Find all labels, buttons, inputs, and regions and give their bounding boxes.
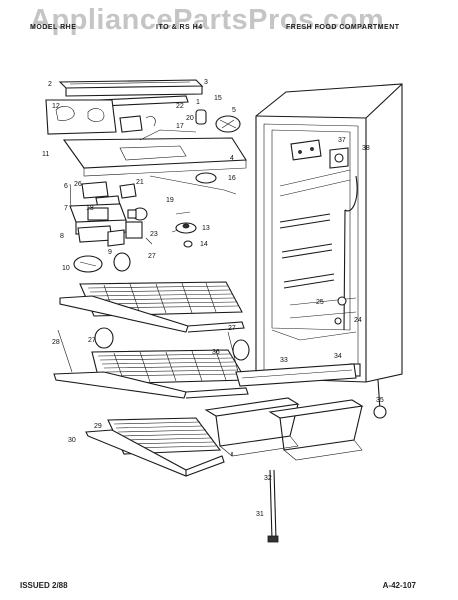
callout-34: 34 — [334, 353, 342, 360]
lower-glass-shelf — [53, 329, 249, 399]
callout-7: 7 — [64, 205, 68, 212]
header-section-title: FRESH FOOD COMPARTMENT — [286, 24, 400, 31]
issued-date: ISSUED 2/88 — [20, 581, 68, 590]
callout-27a: 27 — [148, 253, 156, 260]
callout-13: 13 — [202, 225, 210, 232]
callout-26: 26 — [74, 181, 82, 188]
callout-18: 18 — [86, 205, 94, 212]
diagram-code: A-42-107 — [382, 581, 416, 590]
callout-36: 36 — [212, 349, 220, 356]
callout-29: 29 — [94, 423, 102, 430]
callout-28: 28 — [52, 339, 60, 346]
callout-27b: 27 — [88, 337, 96, 344]
callout-24: 24 — [354, 317, 362, 324]
callout-32: 32 — [264, 475, 272, 482]
callout-30: 30 — [68, 437, 76, 444]
upper-glass-shelf — [59, 281, 250, 361]
callout-3: 3 — [204, 79, 208, 86]
callout-27c: 27 — [228, 325, 236, 332]
callout-9: 9 — [108, 249, 112, 256]
callout-35: 35 — [376, 397, 384, 404]
watermark-text: AppliancePartsPros.com — [30, 4, 385, 36]
callout-4: 4 — [230, 155, 234, 162]
callout-37: 37 — [338, 137, 346, 144]
callout-31: 31 — [256, 511, 264, 518]
callout-14: 14 — [200, 241, 208, 248]
callout-1: 1 — [196, 99, 200, 106]
callout-11: 11 — [42, 151, 49, 158]
callout-8: 8 — [60, 233, 64, 240]
control-housing-assembly — [45, 79, 247, 211]
header-model: MODEL RHE — [30, 24, 77, 31]
callout-10: 10 — [62, 265, 70, 272]
control-components — [69, 181, 197, 273]
callout-23: 23 — [150, 231, 158, 238]
callout-5: 5 — [232, 107, 236, 114]
callout-17: 17 — [176, 123, 184, 130]
callout-33: 33 — [280, 357, 288, 364]
header-model-mid: ITO & RS H4 — [156, 24, 203, 31]
crisper-cover — [85, 417, 225, 477]
callout-19: 19 — [166, 197, 174, 204]
callout-20: 20 — [186, 115, 194, 122]
callout-labels: 1 2 3 4 5 6 7 8 9 10 11 12 13 14 15 16 1… — [42, 79, 384, 518]
callout-38: 38 — [362, 145, 370, 152]
callout-16: 16 — [228, 175, 236, 182]
callout-12: 12 — [52, 103, 60, 110]
crisper-drawers — [204, 363, 364, 543]
refrigerator-cabinet — [255, 83, 403, 419]
callout-2: 2 — [48, 81, 52, 88]
callout-6: 6 — [64, 183, 68, 190]
callout-15: 15 — [214, 95, 222, 102]
callout-22: 22 — [176, 103, 184, 110]
callout-25: 25 — [316, 299, 324, 306]
callout-21: 21 — [136, 179, 144, 186]
